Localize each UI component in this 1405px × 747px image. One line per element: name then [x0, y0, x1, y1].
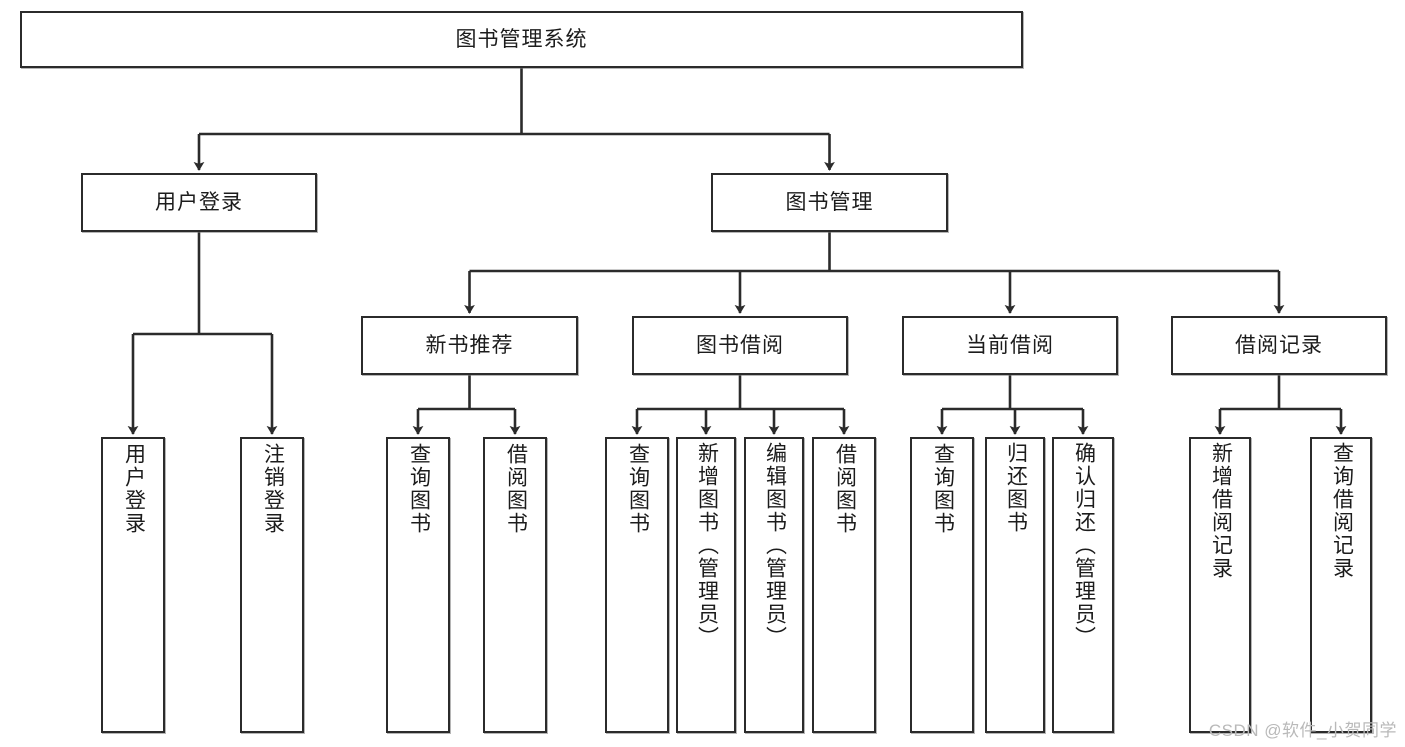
node-label: 查询图书	[626, 442, 650, 535]
node-leaf-8[interactable]: 查询图书	[910, 437, 974, 733]
node-label-wrapper: 用户登录	[103, 439, 163, 731]
node-label: 注销登录	[261, 442, 285, 535]
node-label: 借阅图书	[833, 442, 857, 535]
node-leaf-0[interactable]: 用户登录	[101, 437, 165, 733]
node-label-wrapper: 查询图书	[388, 439, 448, 731]
node-label-wrapper: 确认归还（管理员）	[1054, 439, 1112, 731]
node-label: 借阅记录	[1235, 334, 1323, 357]
node-leaf-2[interactable]: 查询图书	[386, 437, 450, 733]
node-l3-2[interactable]: 当前借阅	[902, 316, 1118, 375]
node-leaf-1[interactable]: 注销登录	[240, 437, 304, 733]
node-label-wrapper: 注销登录	[242, 439, 302, 731]
node-label: 归还图书	[1004, 442, 1028, 535]
node-label-wrapper: 查询图书	[607, 439, 667, 731]
node-leaf-10[interactable]: 确认归还（管理员）	[1052, 437, 1114, 733]
node-label: 借阅图书	[504, 442, 528, 535]
node-leaf-5[interactable]: 新增图书（管理员）	[676, 437, 736, 733]
node-label-wrapper: 查询借阅记录	[1312, 439, 1370, 731]
node-label: 图书管理系统	[455, 28, 588, 51]
node-leaf-4[interactable]: 查询图书	[605, 437, 669, 733]
node-l3-0[interactable]: 新书推荐	[361, 316, 578, 375]
node-label-wrapper: 借阅图书	[485, 439, 545, 731]
node-root-0[interactable]: 图书管理系统	[20, 11, 1023, 68]
node-label-wrapper: 查询图书	[912, 439, 972, 731]
node-l2-1[interactable]: 图书管理	[711, 173, 948, 232]
node-label: 当前借阅	[966, 334, 1054, 357]
node-label: 新增图书（管理员）	[695, 442, 719, 650]
node-label-wrapper: 归还图书	[987, 439, 1043, 731]
node-leaf-6[interactable]: 编辑图书（管理员）	[744, 437, 804, 733]
node-l2-0[interactable]: 用户登录	[81, 173, 317, 232]
node-label: 编辑图书（管理员）	[763, 442, 787, 650]
node-leaf-12[interactable]: 查询借阅记录	[1310, 437, 1372, 733]
node-leaf-9[interactable]: 归还图书	[985, 437, 1045, 733]
node-label: 用户登录	[122, 442, 146, 535]
node-label: 确认归还（管理员）	[1072, 442, 1096, 650]
node-label-wrapper: 借阅图书	[814, 439, 874, 731]
node-label-wrapper: 编辑图书（管理员）	[746, 439, 802, 731]
node-leaf-7[interactable]: 借阅图书	[812, 437, 876, 733]
node-label-wrapper: 新增借阅记录	[1191, 439, 1249, 731]
node-label: 新增借阅记录	[1209, 442, 1233, 581]
node-label: 查询图书	[407, 442, 431, 535]
node-label: 图书借阅	[696, 334, 784, 357]
node-leaf-3[interactable]: 借阅图书	[483, 437, 547, 733]
node-l3-1[interactable]: 图书借阅	[632, 316, 848, 375]
node-leaf-11[interactable]: 新增借阅记录	[1189, 437, 1251, 733]
node-label: 新书推荐	[425, 334, 514, 357]
watermark-text: CSDN @软件_小贺同学	[1208, 721, 1397, 740]
node-label: 图书管理	[785, 191, 874, 214]
node-label-wrapper: 新增图书（管理员）	[678, 439, 734, 731]
node-label: 查询图书	[931, 442, 955, 535]
node-l3-3[interactable]: 借阅记录	[1171, 316, 1387, 375]
node-label: 查询借阅记录	[1330, 442, 1354, 581]
node-label: 用户登录	[155, 191, 243, 214]
